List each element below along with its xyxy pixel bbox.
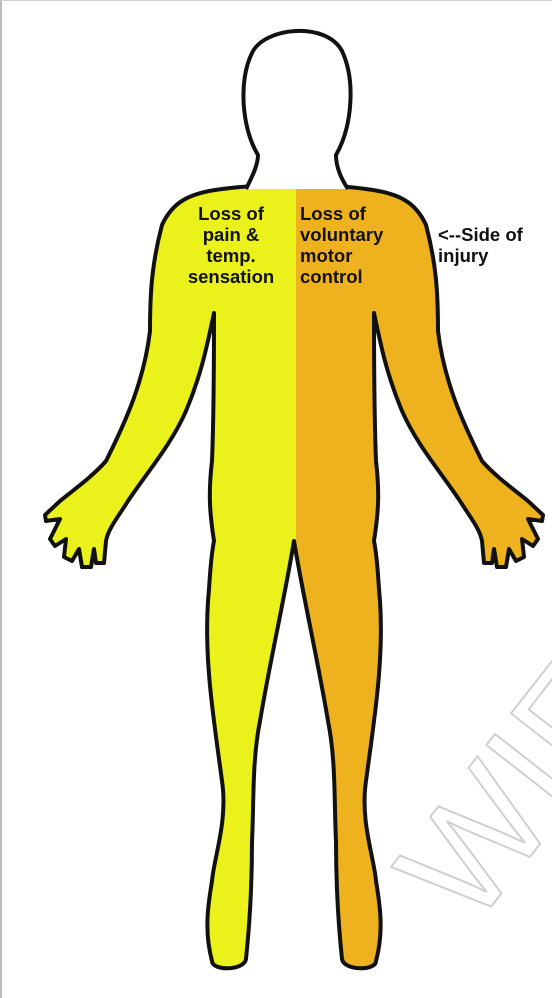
watermark-text: WIF [365,631,552,951]
head-outline [243,31,350,189]
watermark: WIF [365,631,552,951]
label-left-side: Loss of pain & temp. sensation [170,203,292,287]
label-injury-side: <--Side of injury [438,224,552,266]
label-right-side: Loss of voluntary motor control [300,203,410,287]
